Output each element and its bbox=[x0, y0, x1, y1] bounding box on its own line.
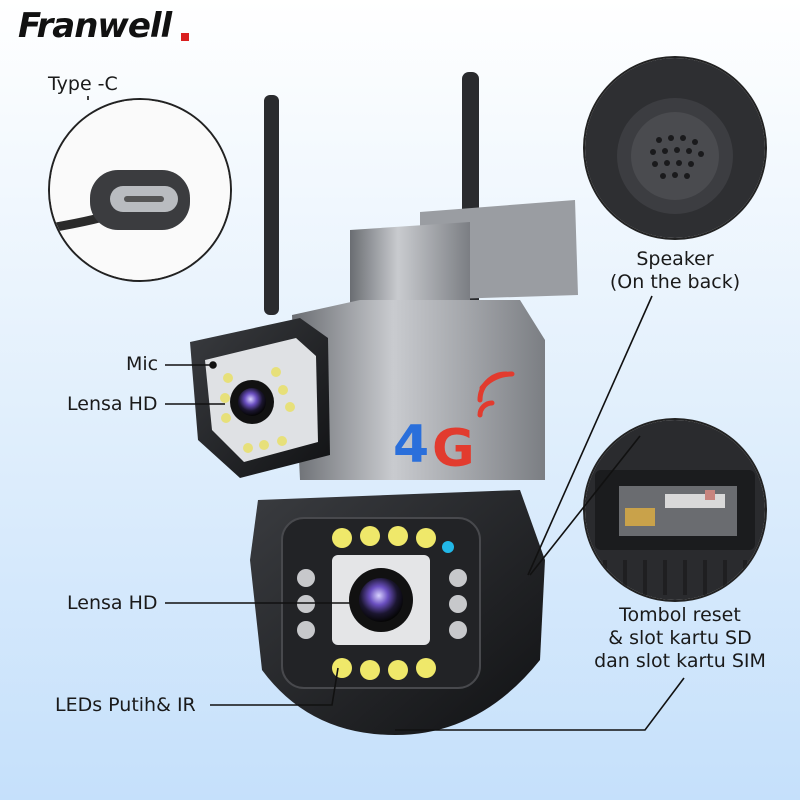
callout-reset-slot: Tombol reset & slot kartu SD dan slot ka… bbox=[570, 604, 790, 673]
usb-c-port-closeup bbox=[50, 100, 230, 280]
callout-lens-bottom: Lensa HD bbox=[67, 592, 158, 614]
callout-speaker-line1: Speaker bbox=[636, 248, 714, 270]
callout-speaker-line2: (On the back) bbox=[609, 271, 741, 293]
signal-waves-icon bbox=[477, 371, 515, 418]
brand-logo: Franwell bbox=[18, 6, 172, 46]
callout-mic: Mic bbox=[126, 353, 159, 375]
callout-leds: LEDs Putih& IR bbox=[55, 694, 196, 716]
led-icon bbox=[220, 367, 295, 453]
callout-speaker: Speaker (On the back) bbox=[595, 248, 755, 294]
speaker-grille-closeup bbox=[585, 58, 765, 238]
callout-type-c: Type -C bbox=[48, 73, 118, 95]
callout-lens-top: Lensa HD bbox=[67, 393, 158, 415]
badge-g: G bbox=[432, 419, 475, 479]
brand-logo-dot bbox=[181, 33, 189, 41]
badge-4: 4 bbox=[393, 415, 429, 475]
led-icon bbox=[332, 526, 436, 680]
callout-reset-line1: Tombol reset bbox=[619, 604, 741, 626]
callout-reset-line2: & slot kartu SD bbox=[608, 627, 752, 649]
sd-sim-slot-closeup bbox=[585, 420, 765, 600]
callout-reset-line3: dan slot kartu SIM bbox=[594, 650, 766, 672]
